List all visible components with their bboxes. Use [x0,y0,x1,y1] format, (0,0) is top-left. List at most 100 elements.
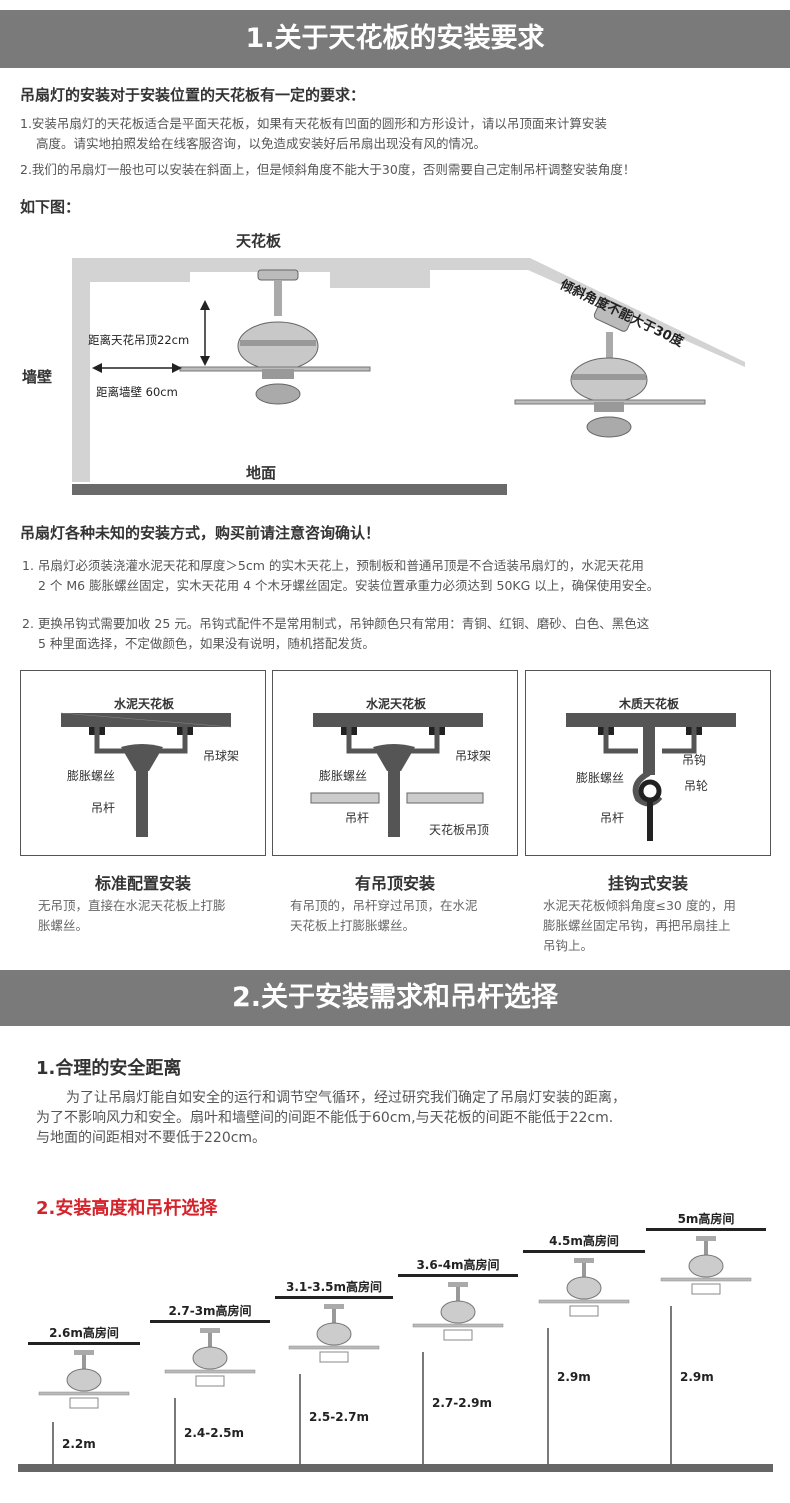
fan-body [440,1300,476,1324]
fan-body [66,1368,102,1392]
fan-blades [660,1277,752,1282]
desc-hook-line3: 吊钩上。 [543,938,594,953]
fan-lights [319,1351,349,1363]
room-height-value: 2.5-2.7m [309,1410,369,1424]
fan-right [514,298,706,438]
fan-rod [82,1355,86,1369]
fan-canopy [74,1350,94,1355]
floor-bar [72,484,507,495]
section1-title: 1.关于天花板的安装要求 [245,23,545,54]
height-floor-bar [18,1464,773,1472]
room-label: 3.6-4m高房间 [416,1258,500,1272]
method-hook-wheel: 吊轮 [684,779,709,793]
room-height-value: 2.9m [680,1370,714,1384]
safe-distance-line1: 为了让吊扇灯能自如安全的运行和调节空气循环，经过研究我们确定了吊扇灯安装的距离， [66,1090,626,1106]
method-standard-svg [60,712,232,837]
label-wall: 墙壁 [22,368,53,386]
section2-title: 2.关于安装需求和吊杆选择 [231,982,559,1013]
notice-1-line2: 2 个 M6 膨胀螺丝固定，实木天花用 4 个木牙螺丝固定。安装位置承重力必须达… [38,578,660,593]
room-label: 2.7-3m高房间 [168,1304,252,1318]
room-ceiling-line [646,1228,766,1231]
desc-drop-line2: 天花板上打膨胀螺丝。 [290,918,416,933]
fan-canopy [200,1328,220,1333]
method-standard-rod: 吊杆 [91,801,116,815]
notice-title: 吊扇灯各种未知的安装方式，购买前请注意咨询确认！ [20,524,381,542]
fan-blades [538,1299,630,1304]
fan-body [566,1276,602,1300]
fan-lights [691,1283,721,1295]
room-ceiling-line [275,1296,393,1299]
fan-rod [208,1333,212,1347]
fan-rod [582,1263,586,1277]
room-ceiling-line [398,1274,518,1277]
as-below-label: 如下图： [20,198,81,216]
requirement-1-line1: 1.安装吊扇灯的天花板适合是平面天花板，如果有天花板有凹面的圆形和方形设计，请以… [20,116,607,131]
notice-1-line1: 1. 吊扇灯必须装浇灌水泥天花和厚度＞5cm 的实木天花上，预制板和普通吊顶是不… [22,558,644,573]
room-height-value: 2.9m [557,1370,591,1384]
method-box-hook: 木质天花板 吊钩 膨胀螺丝 吊轮 吊杆 [525,670,771,856]
method-drop-ceiling-label: 天花板吊顶 [429,823,490,837]
method-hook-rod: 吊杆 [600,811,625,825]
label-dist-ceiling: 距离天花吊顶22cm [88,333,190,347]
height-diagram [18,1228,773,1472]
room-label: 4.5m高房间 [549,1234,619,1248]
requirement-1-line2: 高度。请实地拍照发给在线客服咨询，以免造成安装好后吊扇出现没有风的情况。 [36,136,487,151]
fan-rod [332,1309,336,1323]
section2-banner: 2.关于安装需求和吊杆选择 [0,970,790,1026]
fan-body [688,1254,724,1278]
ceiling-diagram [72,258,745,495]
desc-hook-line2: 膨胀螺丝固定吊钩，再把吊扇挂上 [543,918,731,933]
method-hook-box-title: 木质天花板 [618,697,679,711]
ceiling-wall-shape [72,258,745,482]
room-label: 3.1-3.5m高房间 [285,1280,382,1294]
fan-lights [69,1397,99,1409]
section1-banner: 1.关于天花板的安装要求 [0,10,790,68]
method-drop-rod: 吊杆 [345,811,370,825]
room-height-value: 2.4-2.5m [184,1426,244,1440]
fan-rod [456,1287,460,1301]
room-ceiling-line [523,1250,645,1253]
fan-blades [164,1369,256,1374]
method-hook-screw: 膨胀螺丝 [576,771,625,785]
fan-canopy [696,1236,716,1241]
fan-body [192,1346,228,1370]
caption-standard: 标准配置安装 [94,874,191,893]
safe-distance-title: 1.合理的安全距离 [36,1058,182,1079]
fan-blades [38,1391,130,1396]
requirement-2: 2.我们的吊扇灯一般也可以安装在斜面上，但是倾斜角度不能大于30度，否则需要自己… [20,162,636,177]
notice-2-line2: 5 种里面选择，不定做颜色，如果没有说明，随机搭配发货。 [38,636,375,651]
safe-distance-line3: 与地面的间距相对不要低于220cm。 [36,1130,267,1146]
method-hook-hook: 吊钩 [682,753,707,767]
method-drop-box-title: 水泥天花板 [365,697,426,711]
fan-left [179,269,371,405]
room-ceiling-line [28,1342,140,1345]
method-hook-svg [566,713,736,841]
fan-lights [195,1375,225,1387]
method-standard-box-title: 水泥天花板 [113,697,174,711]
label-ceiling: 天花板 [236,232,282,250]
fan-canopy [574,1258,594,1263]
caption-hook: 挂钩式安装 [607,874,688,893]
method-standard-screw: 膨胀螺丝 [67,769,116,783]
method-drop-screw: 膨胀螺丝 [319,769,368,783]
section1-subtitle: 吊扇灯的安装对于安装位置的天花板有一定的要求： [20,86,366,104]
height-selection-title: 2.安装高度和吊杆选择 [36,1198,218,1219]
room-height-value: 2.2m [62,1437,96,1451]
method-box-drop-ceiling: 水泥天花板 吊球架 膨胀螺丝 吊杆 天花板吊顶 [272,670,518,856]
fan-body [316,1322,352,1346]
label-dist-wall: 距离墙壁 60cm [96,385,178,399]
room-height-value: 2.7-2.9m [432,1396,492,1410]
room-label: 5m高房间 [677,1212,735,1226]
fan-blades [288,1345,380,1350]
notice-2-line1: 2. 更换吊钩式需要加收 25 元。吊钩式配件不是常用制式，吊钟颜色只有常用：青… [22,616,650,631]
caption-drop: 有吊顶安装 [354,874,435,893]
method-drop-ceiling-svg [310,713,484,837]
desc-hook-line1: 水泥天花板倾斜角度≤30 度的，用 [543,898,736,913]
safe-distance-line2: 为了不影响风力和安全。扇叶和墙壁间的间距不能低于60cm,与天花板的间距不能低于… [36,1110,614,1126]
method-drop-bracket: 吊球架 [455,749,492,763]
fan-canopy [448,1282,468,1287]
method-box-standard: 水泥天花板 吊球架 膨胀螺丝 吊杆 [20,670,266,856]
desc-drop-line1: 有吊顶的，吊杆穿过吊顶，在水泥 [290,898,478,913]
room-label: 2.6m高房间 [49,1326,119,1340]
fan-lights [569,1305,599,1317]
